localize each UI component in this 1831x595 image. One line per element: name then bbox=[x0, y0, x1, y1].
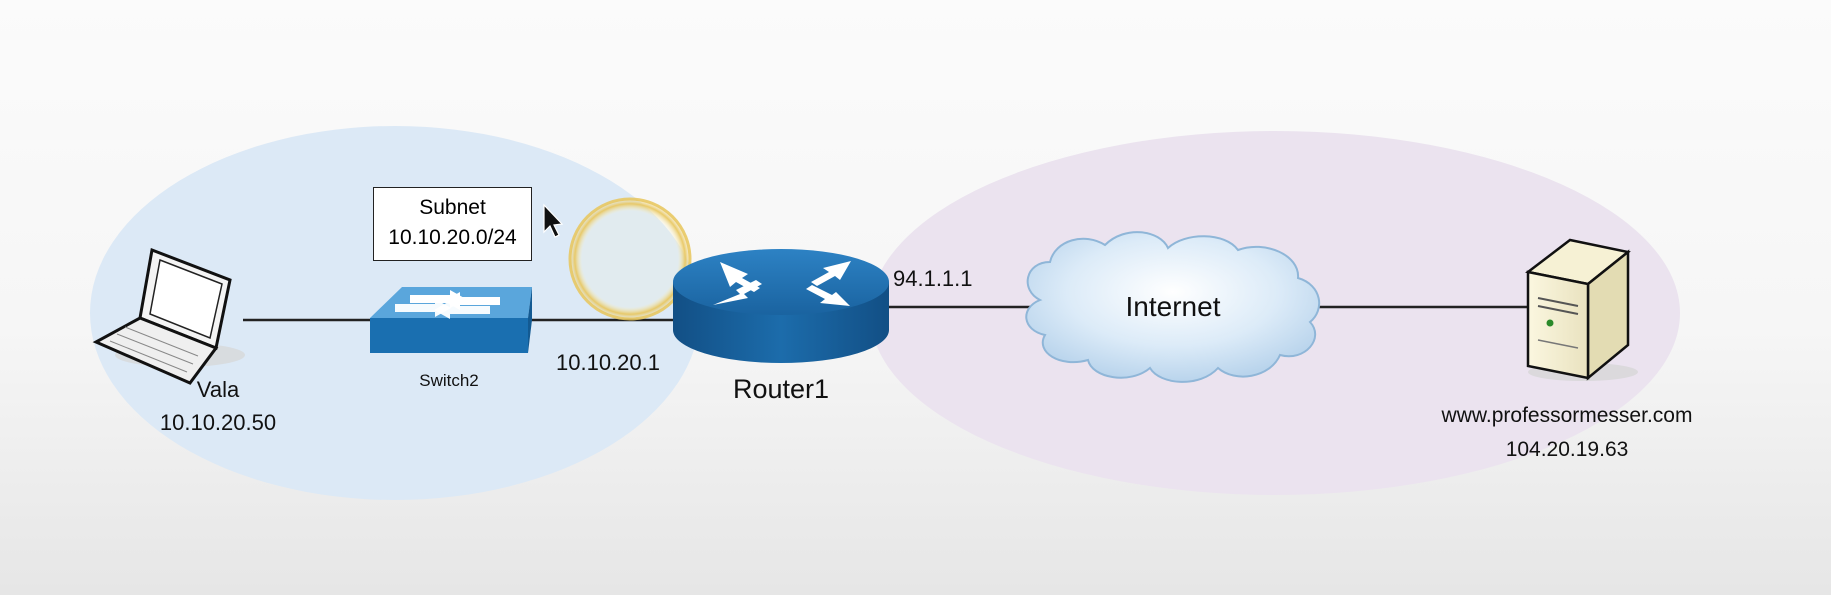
switch-icon bbox=[370, 287, 532, 353]
router-inside-ip: 10.10.20.1 bbox=[556, 350, 660, 375]
subnet-label-box: Subnet 10.10.20.0/24 bbox=[373, 187, 532, 261]
router-icon bbox=[673, 249, 889, 363]
cloud-label: Internet bbox=[1125, 291, 1221, 322]
cloud-icon bbox=[1025, 231, 1321, 383]
laptop-ip: 10.10.20.50 bbox=[159, 410, 277, 435]
laptop-icon bbox=[92, 247, 245, 385]
router-outside-ip: 94.1.1.1 bbox=[893, 266, 973, 291]
server-icon bbox=[1525, 238, 1638, 381]
highlight-ring bbox=[568, 197, 692, 321]
switch-name: Switch2 bbox=[419, 371, 479, 390]
mouse-pointer-icon bbox=[543, 203, 564, 238]
subnet-cidr: 10.10.20.0/24 bbox=[388, 226, 517, 249]
router-name: Router1 bbox=[732, 374, 830, 404]
laptop-name: Vala bbox=[196, 377, 240, 402]
server-ip: 104.20.19.63 bbox=[1505, 438, 1629, 461]
subnet-title: Subnet bbox=[419, 196, 486, 219]
server-host: www.professormesser.com bbox=[1441, 404, 1693, 427]
